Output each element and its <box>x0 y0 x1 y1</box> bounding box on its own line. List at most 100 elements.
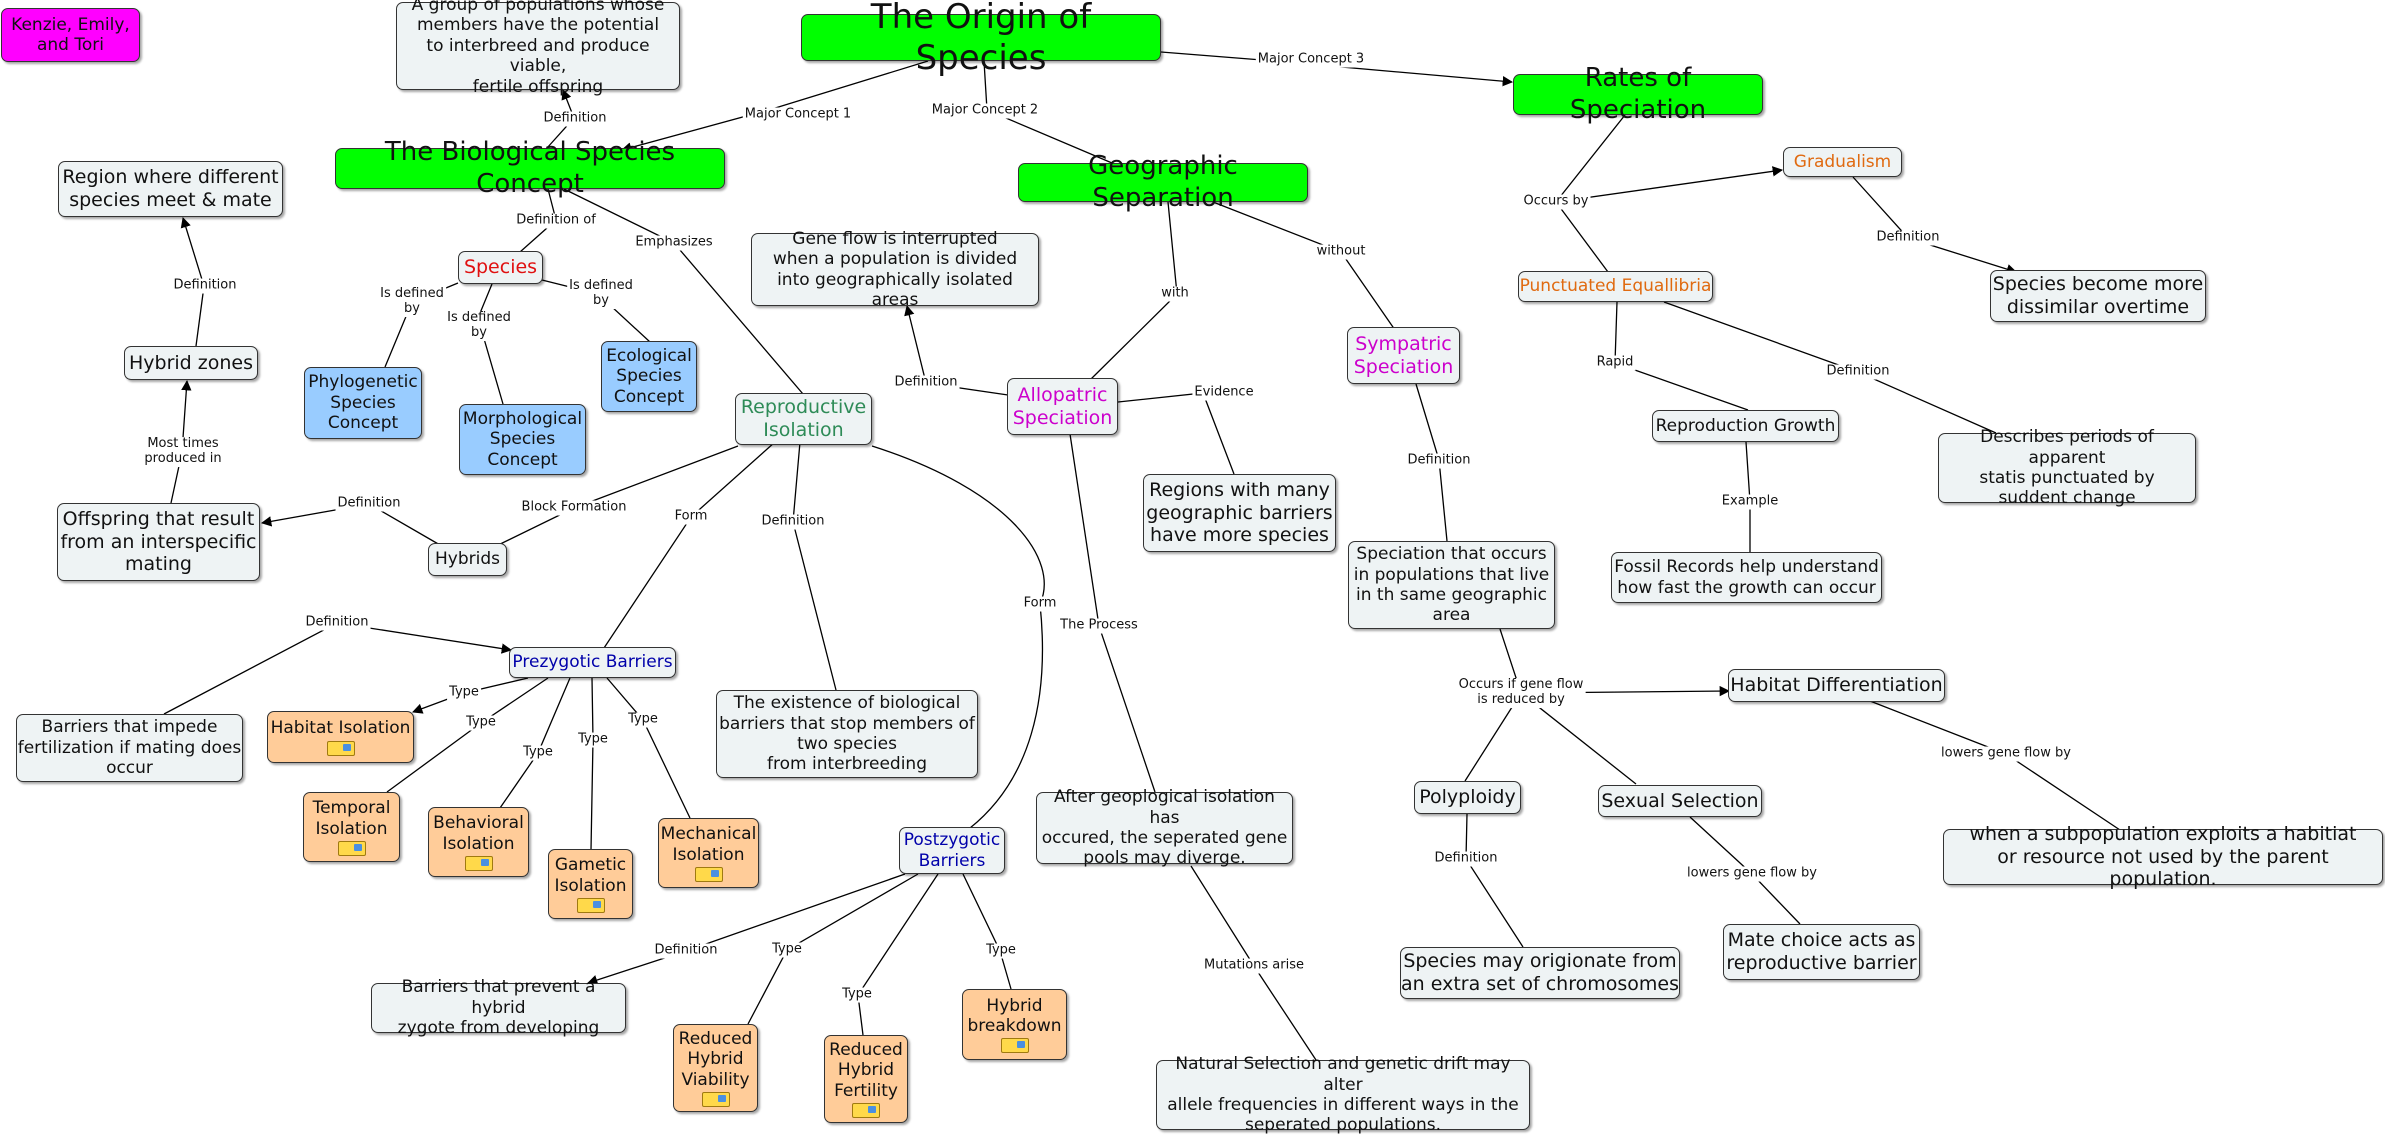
edge-label: Type <box>521 744 555 761</box>
node-text: Sexual Selection <box>1601 789 1759 812</box>
edge-postzy-hbd <box>962 873 1012 990</box>
attachment-icon[interactable] <box>701 1092 730 1108</box>
attachment-icon[interactable] <box>326 740 355 756</box>
node-authors[interactable]: Kenzie, Emily, and Tori <box>1 8 140 62</box>
edge-label: Definition <box>171 277 239 294</box>
edge-label: Type <box>770 941 804 958</box>
node-geographic-separation[interactable]: Geographic Separation <box>1018 151 1308 213</box>
node-allopatric-process[interactable]: After geoplogical isolation has occured,… <box>1036 787 1293 868</box>
node-hybrids[interactable]: Hybrids <box>428 543 507 576</box>
node-gene-flow-definition[interactable]: Gene flow is interrupted when a populati… <box>751 229 1039 310</box>
node-gametic-isolation[interactable]: Gametic Isolation <box>548 849 633 919</box>
node-reduced-hybrid-viability[interactable]: Reduced Hybrid Viability <box>673 1024 758 1112</box>
edge-prezy-mechanical <box>606 677 691 819</box>
attachment-icon[interactable] <box>337 840 366 856</box>
node-habitat-differentiation[interactable]: Habitat Differentiation <box>1728 669 1945 702</box>
node-biological-species-concept[interactable]: The Biological Species Concept <box>335 137 725 199</box>
node-regions-barriers[interactable]: Regions with many geographic barriers ha… <box>1143 474 1336 552</box>
edge-gradualism-graddef <box>1852 176 2017 275</box>
node-postzygotic-barriers[interactable]: Postzygotic Barriers <box>899 827 1005 874</box>
node-text: The Origin of Species <box>870 0 1092 78</box>
edge-label: Major Concept 2 <box>929 102 1041 119</box>
node-species[interactable]: Species <box>458 251 543 284</box>
node-reproduction-growth[interactable]: Reproduction Growth <box>1652 410 1839 442</box>
node-fossil-records[interactable]: Fossil Records help understand how fast … <box>1611 552 1882 603</box>
node-rates-of-speciation[interactable]: Rates of Speciation <box>1513 63 1763 125</box>
node-polyploidy[interactable]: Polyploidy <box>1414 781 1521 814</box>
edge-label: Type <box>464 714 498 731</box>
edge-label: with <box>1159 285 1191 302</box>
attachment-icon[interactable] <box>576 897 605 913</box>
node-mate-choice[interactable]: Mate choice acts as reproductive barrier <box>1723 924 1920 980</box>
edge-label: Type <box>840 986 874 1003</box>
node-sexual-selection[interactable]: Sexual Selection <box>1598 785 1762 817</box>
node-text: Hybrids <box>435 549 500 570</box>
node-sympatric-definition[interactable]: Speciation that occurs in populations th… <box>1348 541 1555 629</box>
node-region-definition[interactable]: Region where different species meet & ma… <box>58 161 283 217</box>
edge-label: Definition <box>303 614 371 631</box>
node-title[interactable]: The Origin of Species <box>801 0 1161 78</box>
edge-label: Type <box>576 731 610 748</box>
edge-symdef-sexsel <box>1520 692 1637 785</box>
node-offspring-definition[interactable]: Offspring that result from an interspeci… <box>57 503 260 581</box>
node-punctuated-equilibria[interactable]: Punctuated Equallibria <box>1518 271 1713 302</box>
edge-label: Occurs if gene flow is reduced by <box>1456 677 1586 708</box>
attachment-icon[interactable] <box>1000 1038 1029 1054</box>
node-text: Allopatric Speciation <box>1012 383 1113 429</box>
node-hybrid-zones[interactable]: Hybrid zones <box>124 346 258 380</box>
edge-label: Evidence <box>1192 384 1256 401</box>
node-morphological-species-concept[interactable]: Morphological Species Concept <box>459 404 586 475</box>
node-text: Gradualism <box>1793 151 1892 172</box>
edge-label: Most times produced in <box>142 436 224 467</box>
node-polyploidy-definition[interactable]: Species may origionate from an extra set… <box>1400 947 1680 999</box>
edge-prezy-behavioral <box>499 677 571 809</box>
node-text: Offspring that result from an interspeci… <box>60 507 257 576</box>
node-text: Describes periods of apparent statis pun… <box>1979 427 2155 509</box>
node-punctuated-definition[interactable]: Describes periods of apparent statis pun… <box>1938 427 2196 508</box>
node-natural-selection[interactable]: Natural Selection and genetic drift may … <box>1156 1054 1530 1135</box>
edge-label: Definition <box>1432 850 1500 867</box>
node-text: Reproduction Growth <box>1655 415 1836 436</box>
node-text: Geographic Separation <box>1088 151 1238 213</box>
node-reproductive-isolation[interactable]: Reproductive Isolation <box>735 393 872 445</box>
node-allopatric-speciation[interactable]: Allopatric Speciation <box>1007 378 1118 435</box>
node-mechanical-isolation[interactable]: Mechanical Isolation <box>658 818 759 888</box>
node-bsc-definition[interactable]: A group of populations whose members hav… <box>396 0 680 97</box>
edge-label: Definition <box>892 374 960 391</box>
edge-geo-sympatric <box>1212 201 1396 331</box>
node-text: Kenzie, Emily, and Tori <box>11 14 130 55</box>
node-behavioral-isolation[interactable]: Behavioral Isolation <box>428 807 529 877</box>
node-text: Morphological Species Concept <box>462 408 583 470</box>
edge-label: Mutations arise <box>1201 957 1307 974</box>
node-postzygotic-definition[interactable]: Barriers that prevent a hybrid zygote fr… <box>371 977 626 1038</box>
node-phylogenetic-species-concept[interactable]: Phylogenetic Species Concept <box>304 367 422 439</box>
node-reproductive-isolation-definition[interactable]: The existence of biological barriers tha… <box>716 690 978 778</box>
node-text: Gene flow is interrupted when a populati… <box>772 228 1018 310</box>
node-reduced-hybrid-fertility[interactable]: Reduced Hybrid Fertility <box>824 1035 908 1123</box>
edge-species-morpho <box>477 283 504 405</box>
node-gradualism-definition[interactable]: Species become more dissimilar overtime <box>1990 270 2206 322</box>
node-temporal-isolation[interactable]: Temporal Isolation <box>303 792 400 862</box>
node-text: Gametic Isolation <box>554 855 627 896</box>
edge-label: Is defined by <box>378 286 446 317</box>
node-prezygotic-definition[interactable]: Barriers that impede fertilization if ma… <box>16 714 243 782</box>
node-gradualism[interactable]: Gradualism <box>1783 147 1902 177</box>
edge-polyploidy-polydef <box>1465 813 1524 948</box>
node-habitat-isolation[interactable]: Habitat Isolation <box>267 711 414 763</box>
node-ecological-species-concept[interactable]: Ecological Species Concept <box>601 341 697 412</box>
attachment-icon[interactable] <box>464 855 493 871</box>
node-text: when a subpopulation exploits a habitiat… <box>1969 822 2357 891</box>
attachment-icon[interactable] <box>852 1103 880 1119</box>
node-habitat-differentiation-definition[interactable]: when a subpopulation exploits a habitiat… <box>1943 823 2383 890</box>
node-hybrid-breakdown[interactable]: Hybrid breakdown <box>962 989 1067 1060</box>
attachment-icon[interactable] <box>694 866 723 882</box>
node-text: Natural Selection and genetic drift may … <box>1167 1054 1519 1136</box>
edge-repro-reprodef <box>792 441 837 691</box>
node-text: Barriers that prevent a hybrid zygote fr… <box>397 977 600 1039</box>
edge-rates-gradualism <box>1554 114 1784 203</box>
node-text: Postzygotic Barriers <box>903 830 1001 871</box>
node-text: Species may origionate from an extra set… <box>1401 950 1679 995</box>
node-text: Rates of Speciation <box>1569 63 1707 125</box>
node-sympatric-speciation[interactable]: Sympatric Speciation <box>1347 327 1460 384</box>
node-prezygotic-barriers[interactable]: Prezygotic Barriers <box>509 647 676 678</box>
